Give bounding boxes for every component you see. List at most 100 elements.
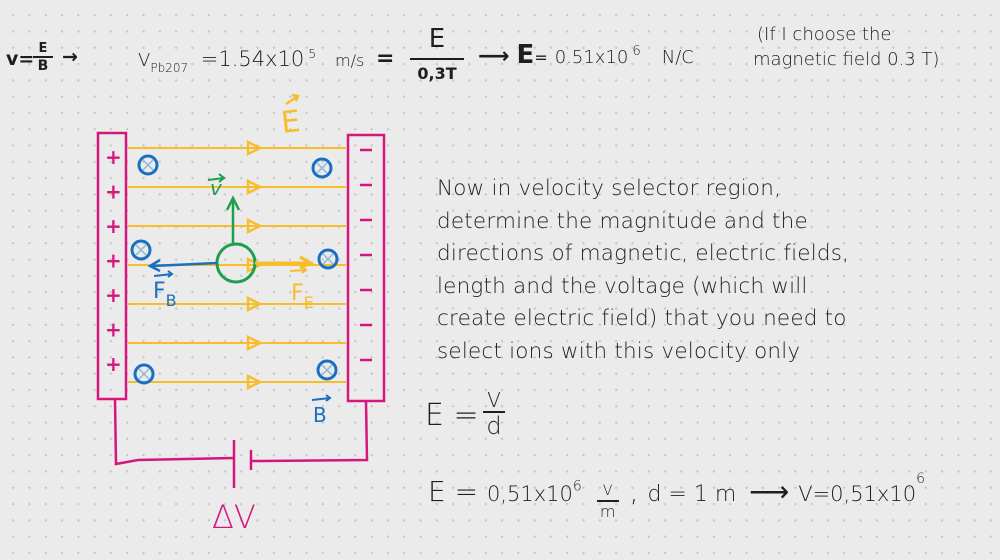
magnetic-field-into-page: [130, 154, 339, 385]
eq1-fraction: V d: [483, 390, 505, 438]
magnetic-force-vector: [151, 261, 218, 268]
fraction-numerator: E: [428, 24, 446, 54]
into-page-icon: [130, 239, 152, 261]
field-direction-arrow-icon: [246, 373, 263, 391]
result-unit: N/C: [661, 47, 694, 68]
positive-charges: +++++++: [105, 145, 122, 376]
electric-force-label: FE: [291, 281, 314, 312]
prompt-line: Now in velocity selector region,: [437, 176, 782, 201]
positive-plate: [96, 131, 128, 401]
voltage-label: ΔV: [212, 498, 256, 536]
negative-charges: [360, 148, 372, 362]
plus-sign: +: [105, 145, 122, 169]
eq2-separator: ,: [629, 475, 639, 508]
result-e: E: [516, 40, 535, 70]
prompt-line: select ions with this velocity only: [437, 338, 801, 364]
velocity-subscript: Pb207: [150, 61, 189, 75]
eq2-unit-num: V: [602, 483, 613, 499]
into-page-circle: [317, 248, 339, 270]
into-page-cross: [138, 368, 150, 380]
eq1-numerator: V: [487, 388, 501, 412]
into-page-icon: [133, 363, 155, 385]
velocity-unit: m/s: [335, 51, 365, 70]
prompt-line: create electric field) that you need to: [437, 306, 847, 331]
eq2-voltage: V=0,51x10: [798, 482, 917, 506]
result-value: 0.51x10: [554, 47, 629, 68]
plus-sign: +: [105, 180, 122, 204]
eq2-exponent: 6: [572, 478, 582, 495]
eq2-unit-den: m: [599, 502, 616, 521]
equation-voltage-result: E = 0,51x106 V m , d = 1 m ⟶ V=0,51x106: [428, 470, 925, 520]
into-page-cross: [321, 364, 333, 376]
equals-sign: =: [376, 46, 395, 71]
into-page-icon: [316, 359, 338, 381]
into-page-circle: [137, 154, 159, 176]
eq1-left: E =: [425, 398, 479, 433]
ion-particle: [215, 242, 257, 284]
circuit-wire-left: [113, 398, 235, 466]
magnetic-field-note: (If I choose the magnetic field 0.3 T): [753, 22, 939, 72]
field-direction-arrow-icon: [246, 178, 263, 196]
electric-force-arrowhead-icon: [299, 255, 315, 270]
into-page-cross: [142, 159, 154, 171]
into-page-circle: [311, 157, 333, 179]
field-direction-arrow-icon: [246, 295, 263, 313]
plus-sign: +: [105, 318, 122, 342]
note-line-1: (If I choose the: [757, 24, 892, 45]
magnetic-force-label: FB: [153, 279, 177, 310]
magnetic-force-arrowhead-icon: [147, 258, 161, 273]
prompt-line: length and the voltage (which will: [437, 273, 808, 299]
velocity-arrowhead-icon: [225, 195, 241, 211]
velocity-vec-arrow-icon: [207, 173, 226, 183]
eq2-arrow-icon: ⟶: [749, 475, 790, 508]
eq1-denominator: d: [486, 412, 502, 440]
e-vector-arrow-icon: [285, 93, 300, 106]
into-page-circle: [133, 363, 155, 385]
e-field-label: E: [279, 104, 302, 141]
into-page-icon: [317, 248, 339, 270]
into-page-circle: [130, 239, 152, 261]
formula-fraction: E B: [33, 42, 53, 73]
formula-num: E: [38, 41, 48, 56]
eq2-distance: d = 1 m: [647, 482, 737, 507]
into-page-cross: [135, 244, 147, 256]
circuit-wire-right: [252, 400, 369, 463]
formula-den: B: [37, 58, 49, 74]
result-eq: =: [534, 48, 548, 67]
field-direction-arrow-icon: [246, 334, 263, 352]
eq2-voltage-exponent: 6: [916, 470, 925, 487]
into-page-circle: [316, 359, 338, 381]
plus-sign: +: [105, 283, 122, 307]
into-page-icon: [137, 154, 159, 176]
velocity-number: =1.54x10: [200, 47, 305, 71]
into-page-cross: [322, 253, 334, 265]
note-line-2: magnetic field 0.3 T): [753, 49, 940, 70]
fraction-bar: [33, 56, 53, 58]
result-exponent: 6: [632, 43, 641, 59]
fraction-bar: [410, 58, 464, 60]
plus-sign: +: [105, 249, 122, 273]
plus-sign: +: [105, 352, 122, 376]
formula-v: v=: [6, 48, 35, 70]
fraction-bar: [483, 411, 505, 413]
velocity-label: V: [138, 50, 151, 71]
into-page-icon: [311, 157, 333, 179]
fraction-bar: [596, 500, 619, 502]
e-over-b-fraction: E 0,3T: [410, 26, 464, 82]
prompt-line: directions of magnetic, electric fields,: [437, 241, 850, 266]
result-arrow-icon: ⟶: [478, 44, 510, 69]
eq2-unit-fraction: V m: [596, 483, 619, 521]
eq2-left: E =: [428, 475, 479, 508]
magnetic-field-label: B: [313, 403, 327, 427]
fraction-denominator: 0,3T: [417, 64, 457, 83]
field-direction-arrow-icon: [246, 217, 263, 235]
eq2-value: 0,51x10: [486, 482, 573, 506]
arrow-icon: →: [62, 46, 78, 68]
prompt-line: determine the magnitude and the: [437, 208, 808, 234]
problem-prompt: Now in velocity selector region, determi…: [437, 173, 849, 368]
into-page-cross: [316, 162, 328, 174]
fb-vec-arrow-icon: [153, 270, 174, 278]
